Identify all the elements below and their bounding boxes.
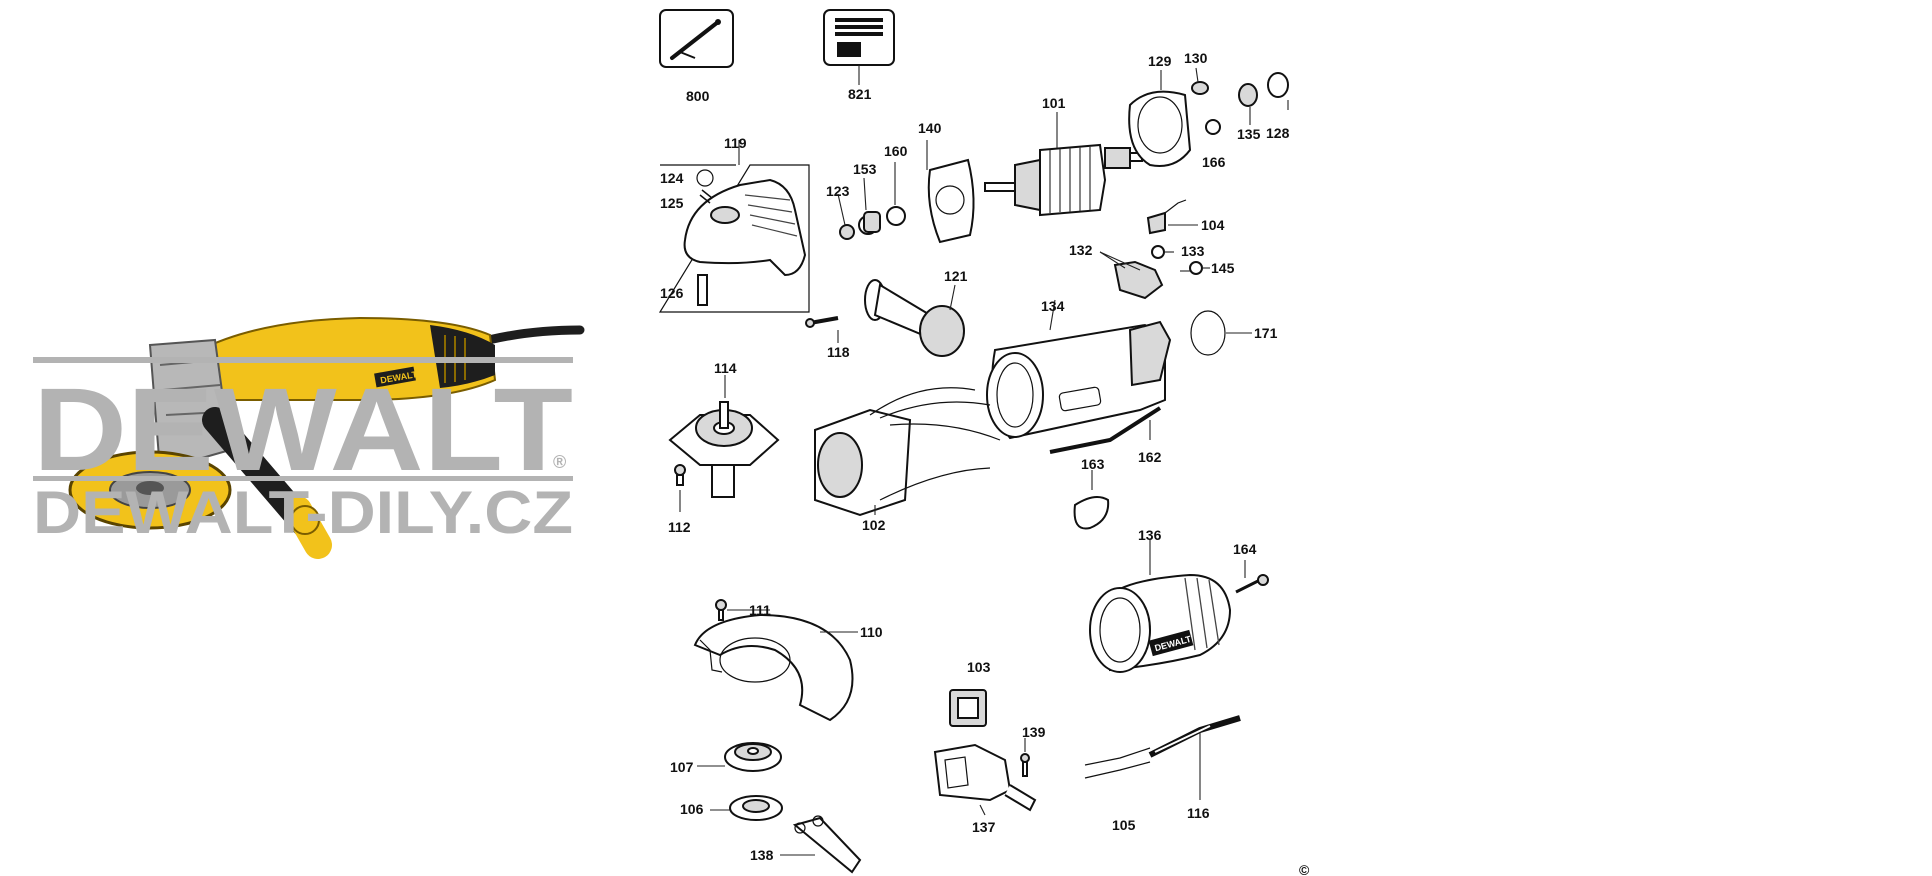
label-118: 118: [827, 344, 850, 360]
label-139: 139: [1022, 724, 1046, 740]
label-136: 136: [1138, 527, 1162, 543]
label-129: 129: [1148, 53, 1172, 69]
parts-105-116-cord: [1084, 715, 1241, 800]
watermark-brand: DEWALT: [33, 364, 573, 496]
label-123: 123: [826, 183, 850, 199]
label-145: 145: [1211, 260, 1235, 276]
part-118-screw: [805, 316, 839, 343]
label-105: 105: [1112, 817, 1136, 833]
watermark-registered: ®: [553, 452, 566, 472]
label-160: 160: [884, 143, 908, 159]
part-119-gear-case: [658, 140, 810, 313]
label-153: 153: [853, 161, 877, 177]
label-107: 107: [670, 759, 694, 775]
parts-129-130-166-135-128: [1128, 67, 1289, 167]
parts-103-137-139-switch: [933, 689, 1037, 816]
label-135: 135: [1237, 126, 1261, 142]
part-107-flange: [697, 742, 782, 772]
label-133: 133: [1181, 243, 1205, 259]
label-163: 163: [1081, 456, 1105, 472]
copyright-mark: ©: [1299, 862, 1310, 876]
part-labels: 800 821 119 124 125 126 123 153 160 140 …: [660, 50, 1310, 876]
label-119: 119: [724, 135, 747, 151]
label-114: 114: [714, 360, 737, 376]
label-162: 162: [1138, 449, 1162, 465]
part-800-tool-icon: [659, 9, 734, 68]
label-138: 138: [750, 847, 774, 863]
label-821: 821: [848, 86, 872, 102]
label-110: 110: [860, 624, 883, 640]
label-101: 101: [1042, 95, 1066, 111]
label-128: 128: [1266, 125, 1290, 141]
watermark: DEWALT ® DEWALT-DILY.CZ: [33, 357, 573, 546]
part-106-nut: [710, 795, 783, 821]
part-134-motor-housing: [986, 299, 1172, 440]
label-111: 111: [749, 602, 771, 618]
part-136-rear-housing: DEWALT: [1089, 540, 1232, 673]
parts-104-132-133-145-brushes: [1099, 199, 1210, 300]
part-121-side-handle: [864, 279, 965, 357]
label-112: 112: [668, 519, 691, 535]
label-130: 130: [1184, 50, 1208, 66]
part-162-cable: [1049, 406, 1162, 454]
label-800: 800: [686, 88, 710, 104]
label-103: 103: [967, 659, 991, 675]
label-125: 125: [660, 195, 684, 211]
label-102: 102: [862, 517, 886, 533]
label-116: 116: [1187, 805, 1210, 821]
label-121: 121: [944, 268, 968, 284]
part-140-baffle: [926, 140, 975, 244]
label-137: 137: [972, 819, 996, 835]
label-140: 140: [918, 120, 942, 136]
watermark-site: DEWALT-DILY.CZ: [33, 479, 573, 546]
label-171: 171: [1254, 325, 1278, 341]
part-101-armature: [984, 112, 1143, 217]
part-164-screw: [1235, 560, 1269, 594]
label-104: 104: [1201, 217, 1225, 233]
part-821-manual-icon: [823, 9, 895, 85]
label-106: 106: [680, 801, 704, 817]
part-163-switch-cover: [1073, 470, 1110, 530]
parts-123-153-160-bearings: [837, 162, 906, 240]
label-132: 132: [1069, 242, 1093, 258]
label-124: 124: [660, 170, 684, 186]
parts-110-111-guard: [693, 599, 858, 722]
part-138-spanner: [780, 815, 862, 874]
part-171-o-ring: [1190, 310, 1252, 356]
part-102-field-stator: [814, 387, 1001, 517]
label-166: 166: [1202, 154, 1226, 170]
label-134: 134: [1041, 298, 1065, 314]
part-114-gear-head: [668, 375, 780, 498]
label-126: 126: [660, 285, 684, 301]
label-164: 164: [1233, 541, 1257, 557]
part-112-screw: [674, 464, 686, 512]
